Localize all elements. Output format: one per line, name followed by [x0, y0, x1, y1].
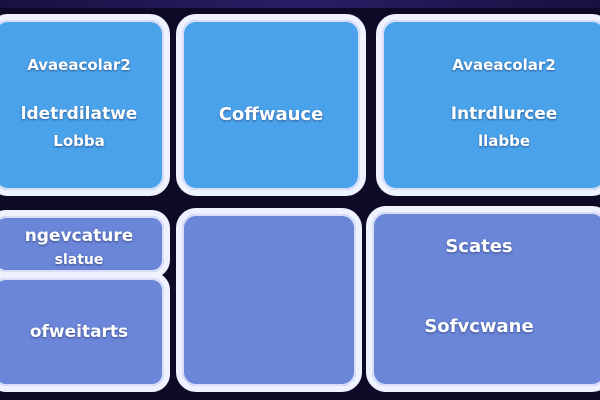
- tile-middle-left[interactable]: ngevcature slatue: [0, 210, 170, 278]
- tile-label: Avaeacolar2: [27, 56, 131, 74]
- tile-top-right[interactable]: Avaeacolar2 Intrdlurcee llabbe: [376, 14, 600, 196]
- window-top-border: [0, 0, 600, 8]
- tile-label: Sofvcwane: [424, 316, 534, 337]
- tile-bottom-left[interactable]: ofweitarts: [0, 272, 170, 392]
- tile-bottom-right[interactable]: Scates Sofvcwane: [366, 206, 600, 392]
- tile-label: Avaeacolar2: [452, 56, 556, 74]
- tile-label: llabbe: [477, 132, 531, 150]
- tile-label: ldetrdilatwe: [20, 104, 138, 124]
- tile-top-center[interactable]: Coffwauce: [176, 14, 366, 196]
- tile-label: Coffwauce: [218, 104, 324, 125]
- tile-label: Lobba: [53, 132, 105, 150]
- tile-label: slatue: [54, 252, 104, 268]
- tile-label: ofweitarts: [29, 322, 129, 342]
- tile-label: Scates: [445, 236, 513, 257]
- tile-top-left[interactable]: Avaeacolar2 ldetrdilatwe Lobba: [0, 14, 170, 196]
- tile-label: ngevcature: [24, 226, 134, 246]
- tile-bottom-center[interactable]: [176, 208, 362, 392]
- tile-label: Intrdlurcee: [450, 104, 558, 124]
